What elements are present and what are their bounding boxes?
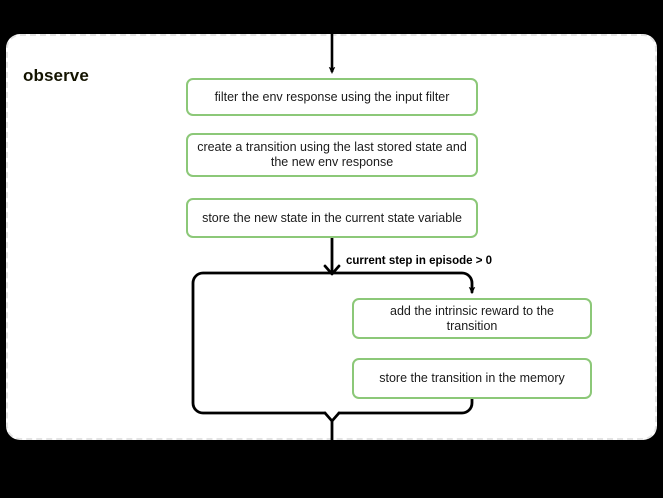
node-store-new-state[interactable]: store the new state in the current state… <box>186 198 478 238</box>
subgraph-title: observe <box>23 66 89 85</box>
edge-label-condition: current step in episode > 0 <box>344 255 495 267</box>
node-filter-env-response[interactable]: filter the env response using the input … <box>186 78 478 116</box>
node-add-intrinsic-reward[interactable]: add the intrinsic reward to the transiti… <box>352 298 592 339</box>
node-create-transition[interactable]: create a transition using the last store… <box>186 133 478 177</box>
node-store-transition-memory[interactable]: store the transition in the memory <box>352 358 592 399</box>
